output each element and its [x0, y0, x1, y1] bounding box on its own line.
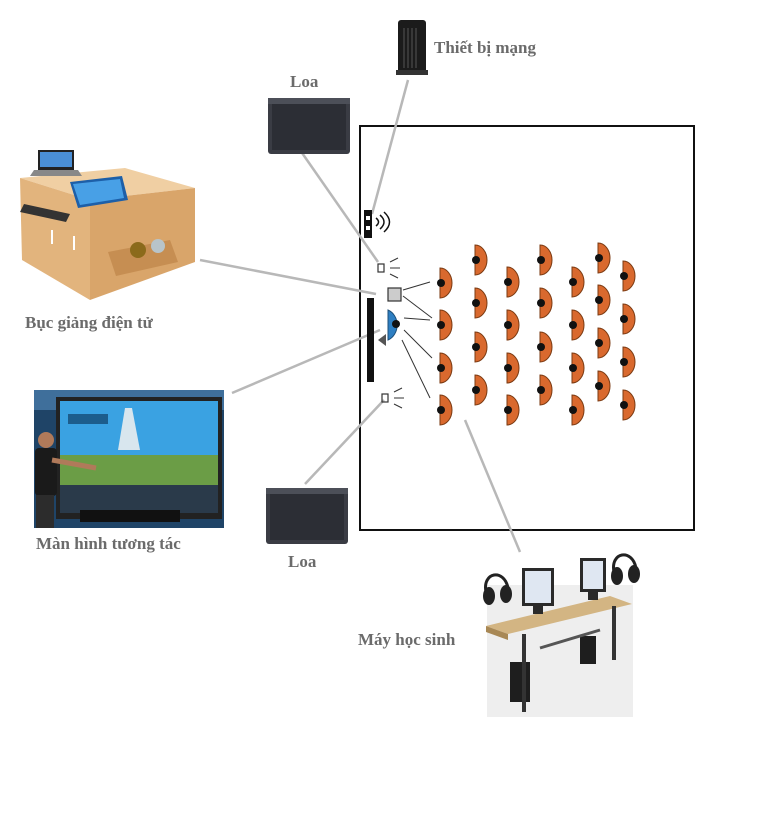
student-desk-icon [486, 558, 633, 717]
student-head [437, 364, 445, 372]
classroom-floorplan [359, 125, 695, 531]
student-seat [571, 266, 585, 298]
student-head [595, 254, 603, 262]
student-head [472, 299, 480, 307]
student-head [504, 406, 512, 414]
camera-marker [378, 334, 386, 346]
student-machine-label: Máy học sinh [358, 630, 456, 649]
connector-podium [199, 258, 377, 296]
student-seat [506, 309, 520, 341]
speaker-icon [377, 257, 400, 279]
podium-icon [20, 150, 195, 300]
student-head [620, 272, 628, 280]
student-seat [571, 394, 585, 426]
connector-speaker-bottom [304, 399, 385, 485]
student-seat [474, 244, 488, 276]
headset-icon [611, 553, 640, 585]
student-seat [571, 309, 585, 341]
student-head [595, 296, 603, 304]
student-seat [622, 303, 636, 335]
teacher-podium-marker [387, 287, 402, 302]
student-seat [597, 327, 611, 359]
speaker-top-label: Loa [290, 72, 319, 91]
student-seat [622, 389, 636, 421]
student-seat [571, 352, 585, 384]
speaker-icon [268, 98, 350, 154]
student-seat [474, 287, 488, 319]
student-seat [506, 394, 520, 426]
student-head [504, 364, 512, 372]
speaker-icon [266, 488, 348, 544]
front-board [367, 298, 374, 382]
student-seat [597, 284, 611, 316]
student-head [472, 256, 480, 264]
connector-students [463, 419, 522, 553]
student-head [569, 278, 577, 286]
student-seat [597, 242, 611, 274]
student-seat [539, 374, 553, 406]
student-head [437, 406, 445, 414]
connector-network [370, 79, 410, 215]
student-head [595, 382, 603, 390]
student-head [569, 321, 577, 329]
student-head [595, 339, 603, 347]
podium-label: Bục giảng điện tử [25, 313, 153, 332]
student-seat [622, 260, 636, 292]
student-head [620, 358, 628, 366]
student-seat [474, 331, 488, 363]
student-seat [506, 266, 520, 298]
student-head [620, 401, 628, 409]
student-head [620, 315, 628, 323]
teacher-links [401, 281, 433, 399]
student-head [437, 279, 445, 287]
student-seat [439, 267, 453, 299]
wifi-icon [364, 210, 391, 238]
student-head [537, 343, 545, 351]
student-seats [437, 242, 636, 426]
student-head [472, 343, 480, 351]
speaker-icon [381, 387, 404, 409]
student-seat [539, 331, 553, 363]
student-seat [439, 394, 453, 426]
speaker-bottom-label: Loa [288, 552, 317, 571]
student-seat [622, 346, 636, 378]
student-head [504, 321, 512, 329]
headset-icon [483, 573, 512, 605]
connector-lines [199, 79, 522, 553]
router-icon [396, 20, 428, 75]
network-device-label: Thiết bị mạng [434, 38, 537, 57]
interactive-board-icon [34, 390, 224, 528]
connector-screen [231, 328, 381, 395]
student-seat [439, 352, 453, 384]
student-seat [506, 352, 520, 384]
connector-speaker-top [298, 149, 380, 263]
student-head [437, 321, 445, 329]
interactive-screen-label: Màn hình tương tác [36, 534, 181, 553]
student-head [537, 386, 545, 394]
student-head [504, 278, 512, 286]
student-seat [539, 287, 553, 319]
student-seat [597, 370, 611, 402]
student-seat [439, 309, 453, 341]
student-head [537, 299, 545, 307]
student-seat [539, 244, 553, 276]
student-seat [474, 374, 488, 406]
student-head [537, 256, 545, 264]
student-head [569, 364, 577, 372]
student-head [569, 406, 577, 414]
student-head [472, 386, 480, 394]
